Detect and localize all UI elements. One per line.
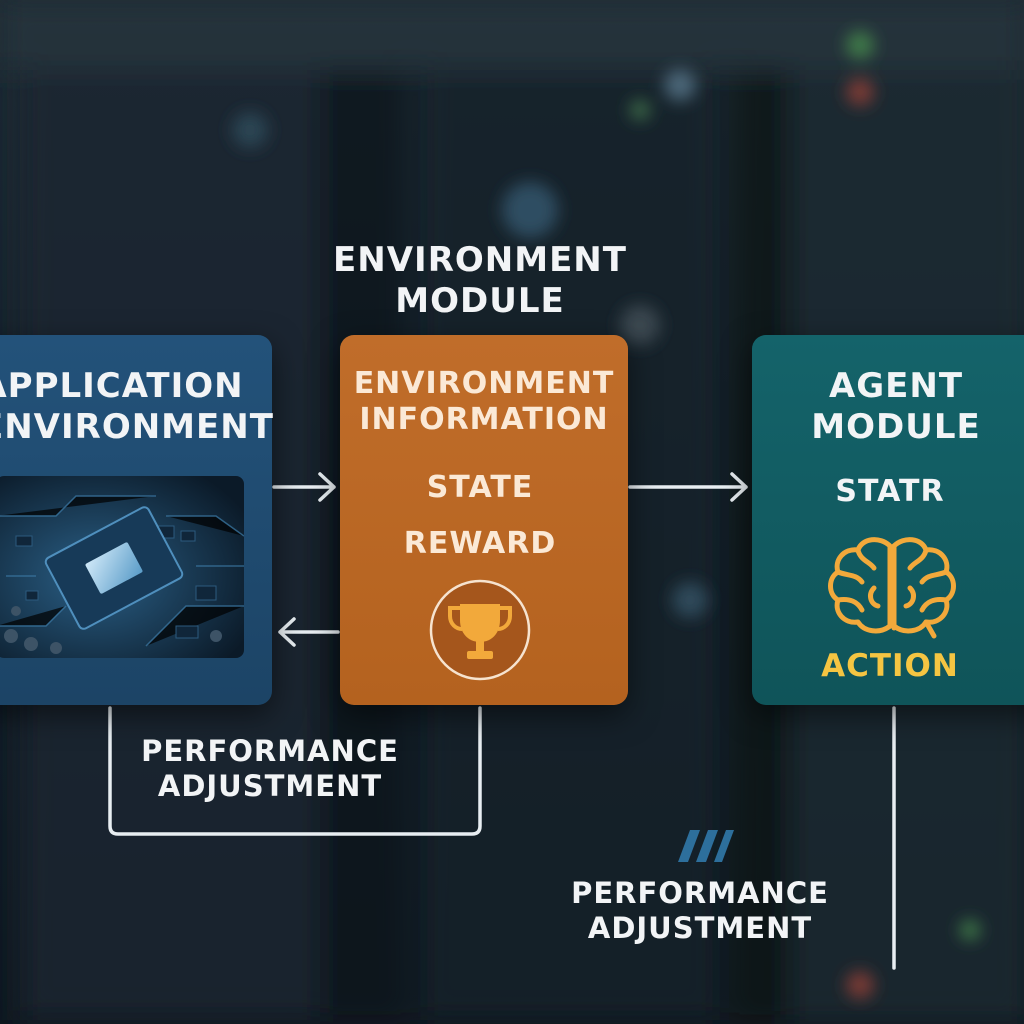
application-environment-line1: APPLICATION [0, 366, 244, 406]
agent-module-line1: AGENT [828, 366, 964, 406]
agent-module-box [752, 335, 1024, 705]
environment-information-line2: INFORMATION [359, 402, 609, 437]
performance-adjustment-bottom-line2: ADJUSTMENT [587, 910, 813, 945]
logo-stripes-icon [678, 830, 734, 862]
arrow-env-to-app [278, 617, 340, 647]
arrow-app-to-env [272, 472, 336, 502]
application-environment-title: APPLICATION ENVIRONMENT [0, 366, 274, 448]
brain-icon [828, 537, 956, 639]
performance-adjustment-bottom: PERFORMANCE ADJUSTMENT [560, 876, 840, 946]
performance-adjustment-bottom-line1: PERFORMANCE [571, 876, 829, 910]
agent-module-title: AGENT MODULE [752, 366, 1024, 448]
trophy-icon [429, 579, 531, 681]
agent-state-label: STATR [835, 474, 945, 509]
environment-module-title-line2: MODULE [395, 280, 565, 321]
environment-reward-label: REWARD [403, 526, 557, 561]
environment-information-title: ENVIRONMENT INFORMATION [340, 366, 628, 438]
environment-information-line1: ENVIRONMENT [353, 366, 615, 401]
feedback-loop-line [108, 706, 482, 836]
performance-adjustment-left: PERFORMANCE ADJUSTMENT [120, 734, 420, 804]
arrow-env-to-agent [628, 472, 748, 502]
performance-adjustment-left-line1: PERFORMANCE [141, 734, 399, 768]
application-environment-line2: ENVIRONMENT [0, 406, 274, 447]
environment-state-label: STATE [426, 470, 534, 505]
performance-adjustment-left-line2: ADJUSTMENT [157, 768, 383, 803]
agent-module-line2: MODULE [811, 406, 981, 447]
environment-module-title-line1: ENVIRONMENT [333, 240, 627, 280]
environment-module-title: ENVIRONMENT MODULE [300, 240, 660, 322]
agent-action-label: ACTION [821, 648, 959, 684]
circuit-board-image [0, 476, 244, 658]
